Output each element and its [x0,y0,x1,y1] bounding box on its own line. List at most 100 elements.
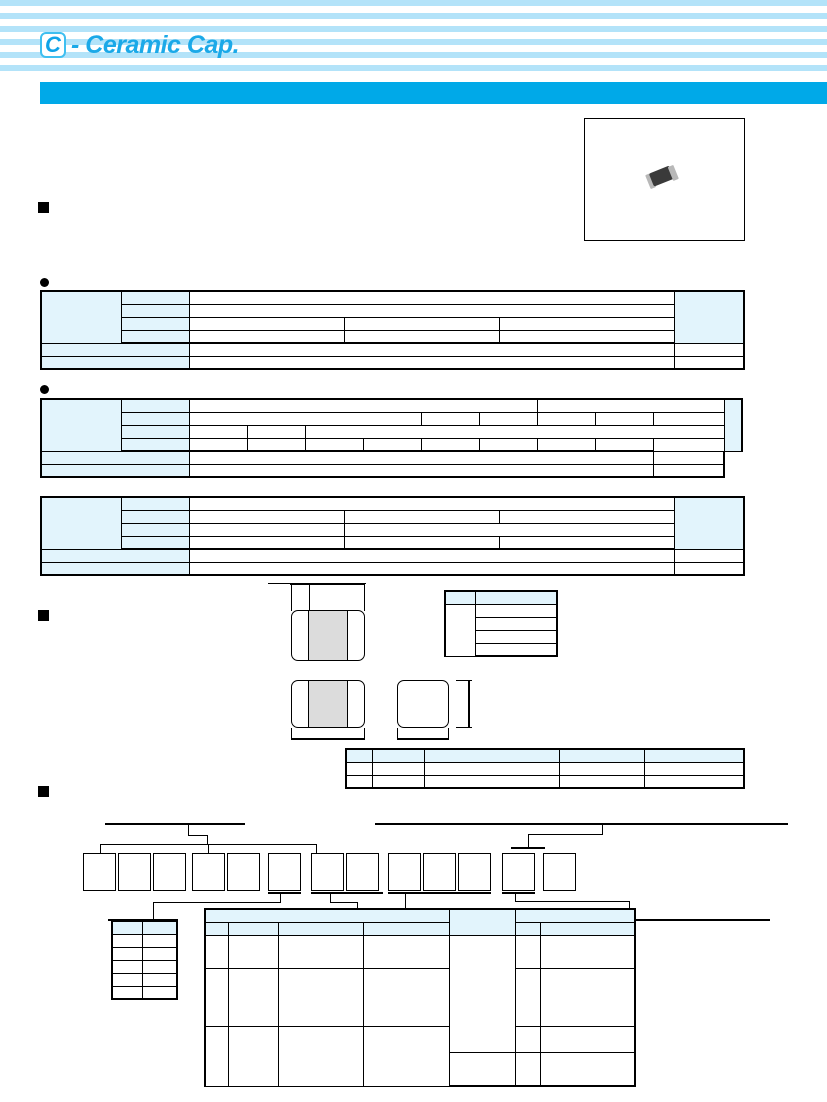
cell [539,921,636,936]
pn-box-12[interactable] [502,853,535,891]
cell [141,972,178,987]
dimension-drawings [260,570,580,740]
cell [188,290,675,305]
pn-box-1[interactable] [83,853,116,891]
table-row [444,590,558,605]
chip-dielectric-body [308,681,348,727]
cell [514,908,636,923]
cell [474,590,558,605]
cell [345,761,373,776]
cell [362,967,450,1027]
extension-line [397,728,398,740]
cell [120,496,190,511]
logo-c-icon: C [40,32,66,58]
cell [343,522,675,537]
cell [277,934,364,969]
table-row [41,424,742,439]
cell [514,921,541,936]
table-row [41,522,744,537]
cell [188,355,675,370]
pn-box-7[interactable] [311,853,344,891]
section-marker-partnumber [38,786,49,797]
bracket-tick [208,844,210,853]
table-row [41,316,744,331]
callout-stem [602,823,604,835]
cell [277,921,364,936]
pn-box-6[interactable] [268,853,301,891]
tolerance-table [345,748,745,789]
table-row [40,463,742,478]
table-row [345,748,745,763]
cell [514,1051,541,1087]
stripe [0,26,827,32]
cell [120,303,190,318]
cell [40,450,190,465]
cell [277,967,364,1027]
cell [371,748,425,763]
cell [120,329,190,344]
table-row [204,934,636,1053]
cell [343,329,500,344]
pn-box-2[interactable] [118,853,151,891]
callout-rule-right [375,823,788,825]
brand-logo: C - Ceramic Cap. [40,28,240,62]
cell [643,761,745,776]
callout-stem [330,892,332,903]
cell [188,496,675,511]
table-row [205,1051,636,1087]
cell [246,424,306,439]
table-row [40,290,746,344]
callout-stem [153,902,155,920]
pn-box-5[interactable] [227,853,260,891]
cell [723,398,743,452]
table-row [444,603,558,657]
chip-top-view [291,610,365,661]
pn-box-10[interactable] [423,853,456,891]
table-row [41,535,744,550]
stripe [0,65,827,71]
pn-box-11[interactable] [458,853,491,891]
pn-box-13[interactable] [543,853,576,891]
cell [227,967,279,1027]
extension-line [456,680,472,681]
cell [40,342,190,357]
cell [539,1025,636,1053]
pn-box-3[interactable] [153,853,186,891]
cell [111,920,143,935]
table-row [111,985,178,1000]
height-dimension-line [468,680,470,728]
section-marker-spec-1 [40,278,49,287]
cell [673,342,746,357]
header-stripes [0,0,827,76]
cell [141,959,178,974]
cell [478,411,538,426]
callout-rule-left [105,823,245,825]
table-row [40,496,746,550]
cell [474,616,558,631]
table-row [41,509,744,524]
cell [120,398,190,413]
section-marker-features [38,202,49,213]
table-row [204,1025,636,1087]
cell [444,590,476,605]
cell [188,437,248,452]
bracket-tick [100,844,102,853]
cell [188,450,654,465]
cell [188,411,422,426]
cell [141,985,178,1000]
table-row [41,303,744,318]
callout-jog [528,834,603,836]
pn-box-9[interactable] [388,853,421,891]
end-width-dimension-line [397,738,449,740]
table-row [345,761,745,776]
cell [362,437,422,452]
cell [371,761,425,776]
callout-stem [515,892,517,902]
cell [423,761,560,776]
pn-box-4[interactable] [192,853,225,891]
cell [474,603,558,618]
table-row [111,933,178,948]
cell [188,463,654,478]
cell [188,329,345,344]
pn-box-8[interactable] [346,853,379,891]
